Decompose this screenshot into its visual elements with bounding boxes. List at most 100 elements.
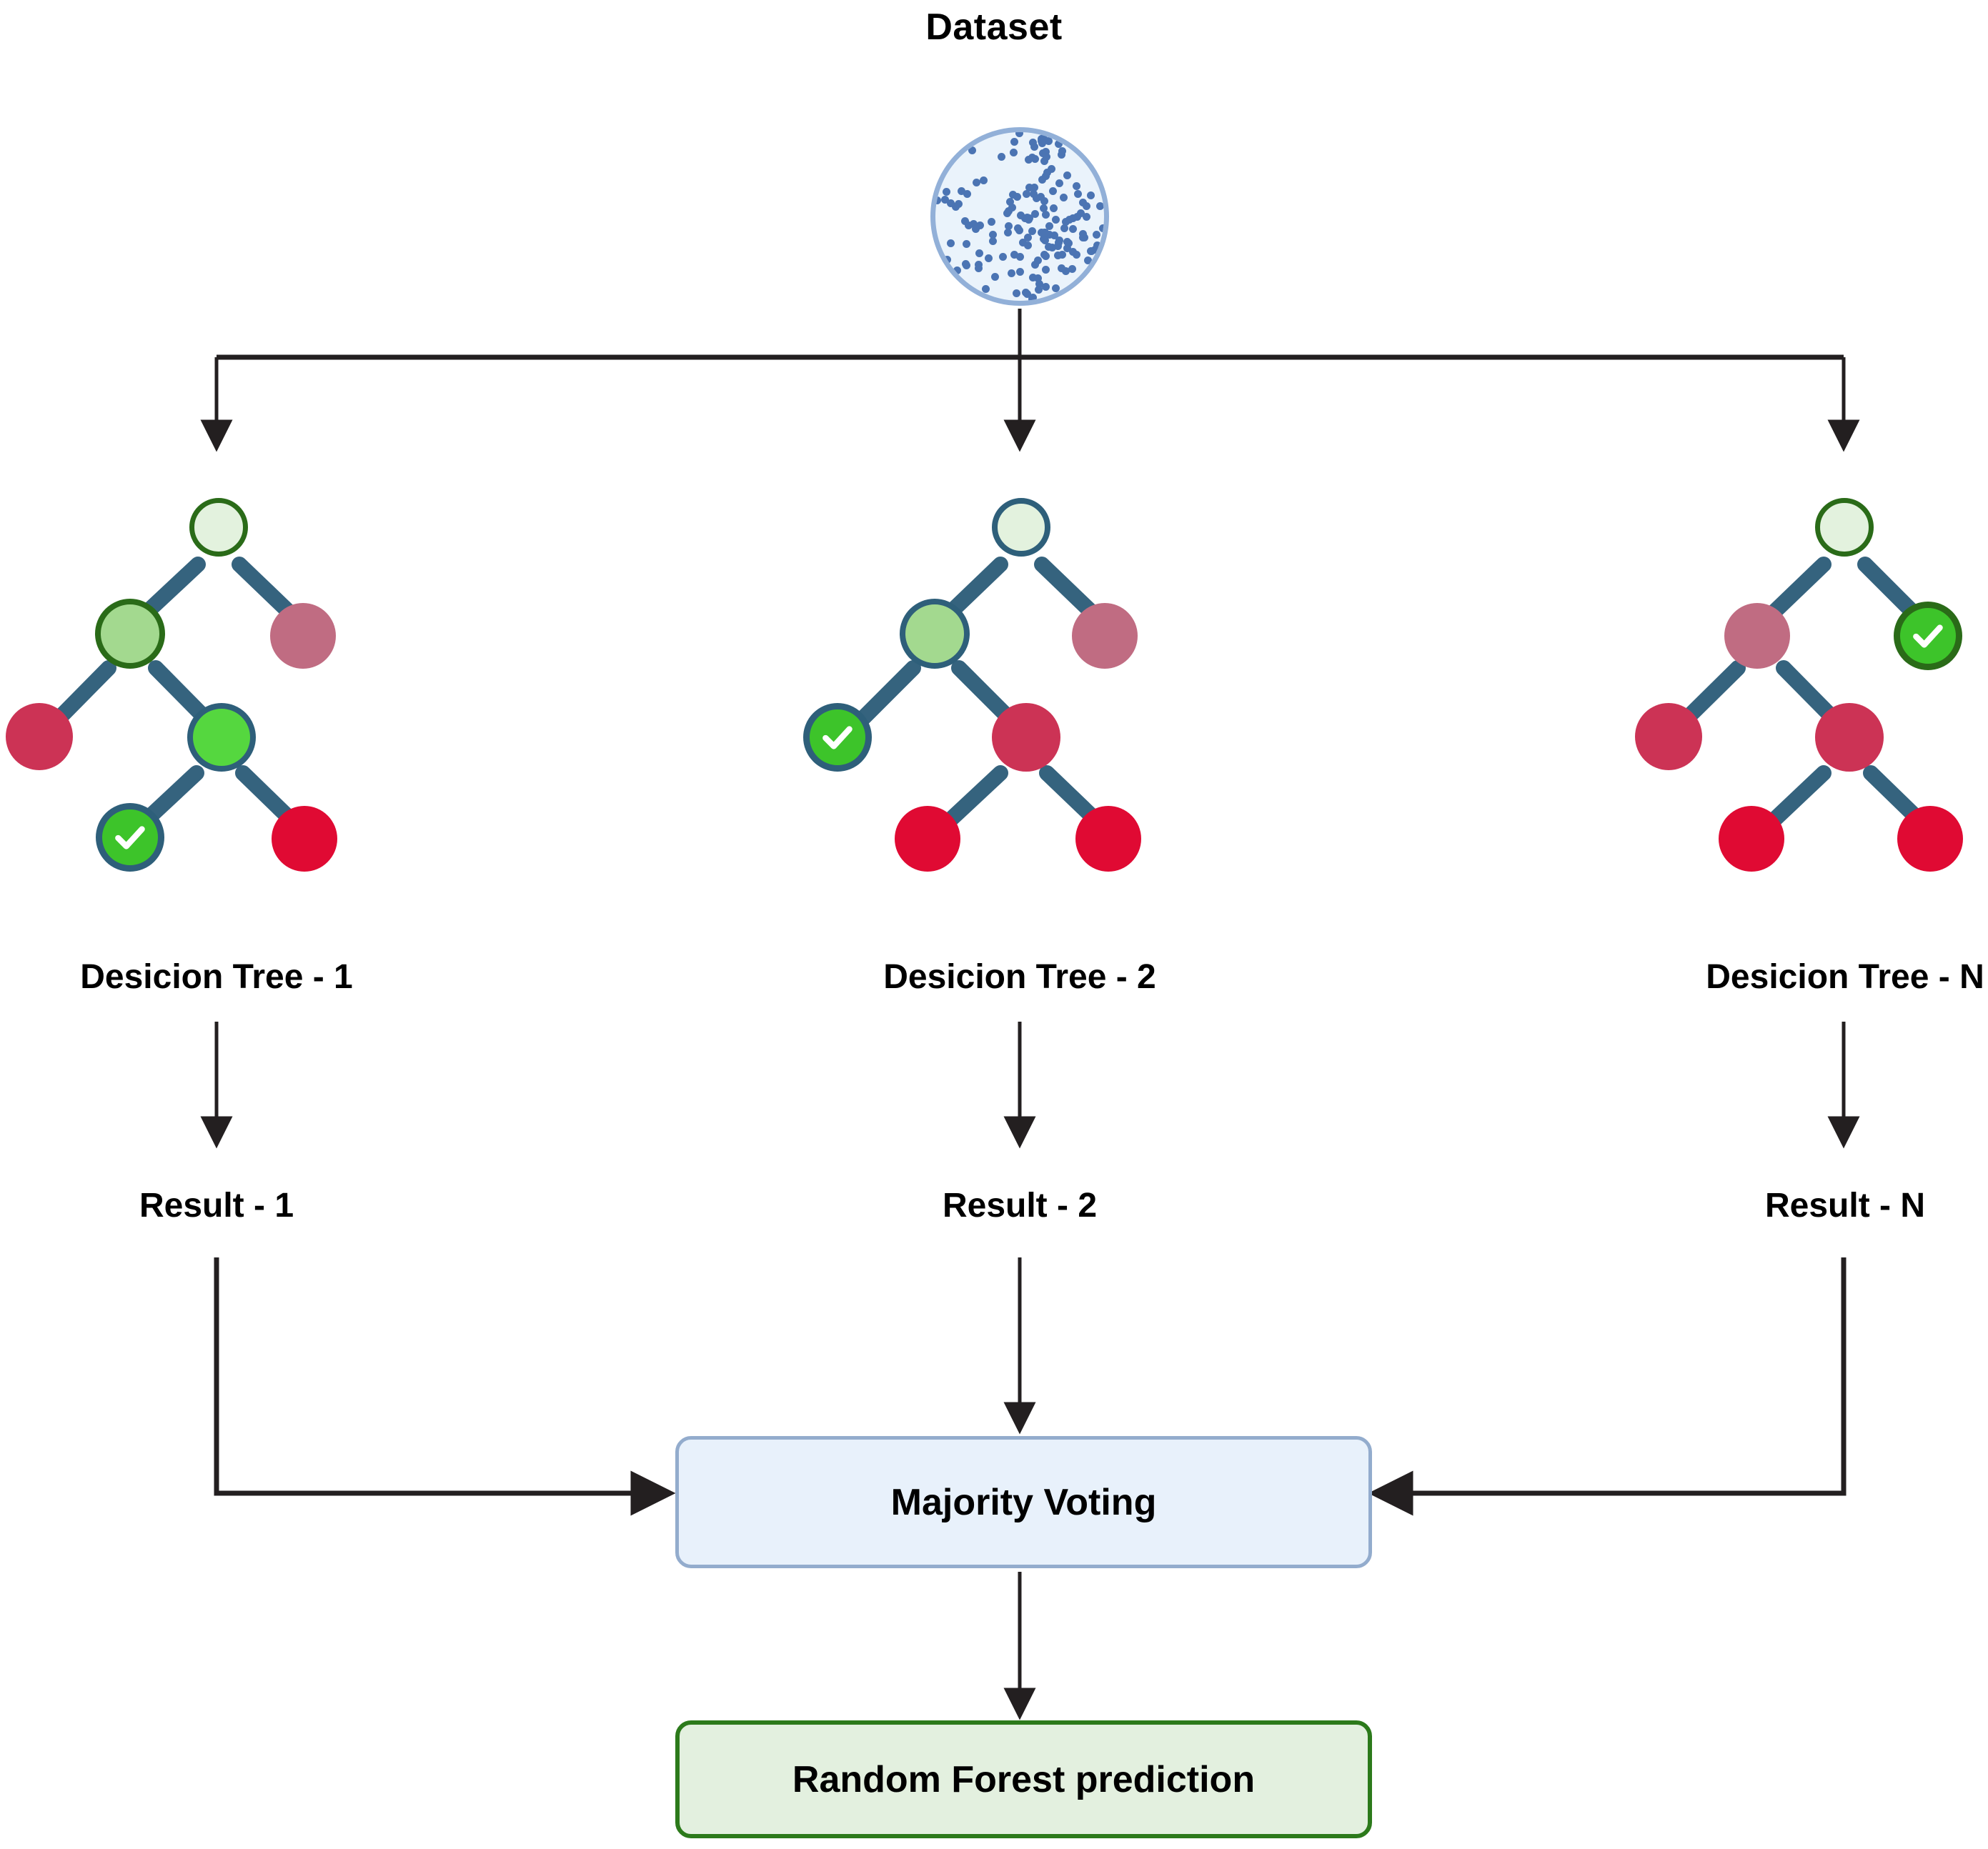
dataset-dot — [952, 202, 960, 211]
dataset-dot — [946, 199, 955, 208]
dataset-dot — [1041, 211, 1050, 219]
dataset-dot — [1033, 194, 1041, 203]
dataset-dot — [1022, 189, 1030, 198]
dataset-dot — [1028, 274, 1037, 282]
tree-2-node-root[interactable] — [992, 498, 1050, 557]
dataset-dot — [1015, 253, 1024, 261]
dataset-dot — [957, 187, 965, 196]
dataset-dot — [1088, 247, 1096, 256]
dataset-dot — [1062, 267, 1070, 276]
dataset-dot — [1042, 266, 1050, 274]
dataset-dot — [1014, 224, 1023, 233]
page-title: Dataset — [925, 6, 1063, 48]
tree-2-node-inner-right[interactable] — [992, 703, 1060, 772]
tree-n-edges — [1677, 557, 1930, 831]
tree-n-node-left-child[interactable] — [1724, 603, 1790, 669]
dataset-dot — [1079, 230, 1088, 239]
dataset-dot — [1087, 191, 1095, 200]
tree-1-node-leaf-right[interactable] — [272, 806, 337, 872]
tree-n-node-leaf-left[interactable] — [1635, 703, 1702, 770]
dataset-dot — [1038, 139, 1047, 147]
tree-1-node-right-child[interactable] — [270, 603, 336, 669]
dataset-dot — [1084, 256, 1093, 265]
dataset-dot — [1093, 241, 1102, 250]
edge-result-1-to-voting — [214, 1257, 676, 1516]
tree-n-node-root[interactable] — [1815, 498, 1874, 557]
dataset-dot — [1065, 216, 1073, 224]
dataset-dot — [1018, 238, 1027, 246]
dataset-dot — [1045, 231, 1053, 239]
tree-n-node-leaf-red-2[interactable] — [1897, 806, 1963, 872]
dataset-dot — [998, 252, 1007, 261]
dataset-dot — [1035, 280, 1044, 289]
dataset-dot — [1045, 137, 1053, 146]
dataset-dot — [1038, 176, 1047, 184]
dataset-dot — [1007, 269, 1015, 277]
dataset-dot — [1041, 282, 1050, 291]
dataset-dot — [943, 255, 952, 264]
dataset-dot — [960, 217, 969, 226]
dataset-dot — [1040, 156, 1049, 165]
dataset-dot — [987, 218, 995, 226]
dataset-dot — [963, 190, 972, 199]
dataset-dot — [1092, 230, 1100, 239]
dataset-dot — [990, 273, 999, 281]
tree-2-node-right-child[interactable] — [1072, 603, 1138, 669]
random-forest-prediction-box[interactable]: Random Forest prediction — [675, 1720, 1372, 1838]
dataset-dot — [1035, 286, 1043, 294]
dataset-dot — [1023, 233, 1032, 241]
dataset-dot — [1042, 252, 1050, 261]
dataset-dot — [1063, 171, 1071, 179]
dataset-dot — [1013, 192, 1022, 201]
tree-2-edges — [853, 557, 1107, 831]
dataset-dot — [1023, 289, 1031, 298]
dataset-dot — [1041, 147, 1050, 156]
dataset-dot — [1012, 289, 1020, 297]
dataset-dot — [1023, 241, 1032, 250]
dataset-dot — [935, 196, 941, 204]
tree-1-node-leaf-check[interactable] — [96, 803, 164, 872]
tree-n-node-inner-right[interactable] — [1815, 703, 1884, 772]
tree-1-label: Desicion Tree - 1 — [80, 958, 353, 996]
check-icon — [822, 726, 853, 749]
tree-1-node-root[interactable] — [189, 498, 248, 557]
tree-n-label: Desicion Tree - N — [1706, 958, 1984, 996]
dataset-dot — [1003, 209, 1011, 218]
dataset-dot — [947, 239, 955, 248]
tree-2-node-leaf-check[interactable] — [803, 703, 872, 772]
tree-1-node-left-child[interactable] — [95, 599, 165, 669]
dataset-dot — [1030, 184, 1038, 192]
tree-1-node-inner-right[interactable] — [187, 703, 256, 772]
dataset-dot — [1024, 155, 1033, 164]
tree-2-node-leaf-right[interactable] — [1075, 806, 1141, 872]
dataset-dot — [1043, 153, 1051, 161]
dataset-dot — [1057, 264, 1065, 272]
dataset-dot — [1031, 261, 1040, 269]
tree-n-node-leaf-check[interactable] — [1894, 602, 1962, 670]
dataset-dot — [1025, 215, 1033, 224]
dataset-dot — [1043, 169, 1052, 177]
tree-2-node-leaf-left[interactable] — [895, 806, 960, 872]
majority-voting-box[interactable]: Majority Voting — [675, 1436, 1372, 1568]
dataset-dot — [1030, 142, 1039, 151]
dataset-dot — [1058, 251, 1066, 259]
tree-2-node-left-child[interactable] — [900, 599, 970, 669]
tree-n-node-leaf-red-1[interactable] — [1719, 806, 1784, 872]
dataset-dot — [940, 195, 949, 204]
dataset-dot — [1055, 140, 1063, 149]
dataset-dot — [998, 153, 1006, 161]
tree-1-edges — [49, 557, 302, 831]
dataset-dot — [943, 187, 951, 196]
dataset-dot — [1078, 198, 1087, 206]
tree-1-node-leaf-left[interactable] — [6, 703, 73, 770]
dataset-dot — [1004, 222, 1013, 231]
dataset-dot — [1073, 190, 1082, 199]
dataset-dot — [1054, 239, 1063, 247]
dataset-dot — [1040, 229, 1049, 237]
dataset-dot — [1058, 147, 1067, 156]
dataset-dot — [1029, 294, 1038, 301]
dataset-dot — [975, 221, 984, 230]
dataset-dot — [1052, 284, 1060, 292]
dataset-dot — [1031, 210, 1040, 219]
